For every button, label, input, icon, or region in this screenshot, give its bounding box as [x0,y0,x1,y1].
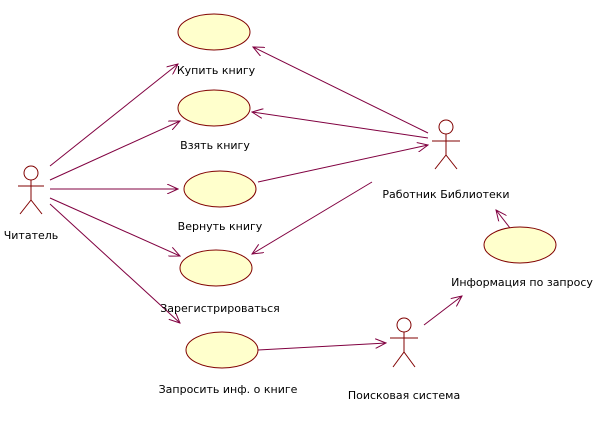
use-case-request-info-oval [185,331,259,369]
associations [49,47,511,351]
use-case-register-oval [179,249,253,287]
use-case-return-book[interactable]: Вернуть книгу [178,170,263,233]
actor-search-system[interactable]: Поисковая система [348,317,460,402]
actor-librarian-label: Работник Библиотеки [382,188,509,201]
actor-icon [432,119,460,170]
actor-icon [18,165,44,215]
assoc-reader-register [49,197,180,256]
assoc-reader-take [49,121,180,181]
assoc-query-librarian [496,210,511,229]
assoc-reader-buy [49,64,178,167]
use-case-take-book-label: Взять книгу [180,139,250,152]
assoc-request-search [257,343,386,351]
use-case-request-info[interactable]: Запросить инф. о книге [159,331,298,396]
assoc-librarian-register [252,181,373,254]
actor-reader-label: Читатель [4,229,59,242]
assoc-librarian-take [252,112,429,139]
assoc-search-query [423,296,462,326]
use-case-query-info[interactable]: Информация по запросу [451,226,593,289]
actor-reader[interactable]: Читатель [4,165,59,242]
actor-search-system-label: Поисковая система [348,389,460,402]
use-case-query-info-label: Информация по запросу [451,276,593,289]
use-case-buy-book[interactable]: Купить книгу [177,13,256,77]
use-case-query-info-oval [483,226,557,264]
use-case-request-info-label: Запросить инф. о книге [159,383,298,396]
assoc-return-librarian [257,145,428,183]
use-case-buy-book-label: Купить книгу [177,64,256,77]
use-case-return-book-label: Вернуть книгу [178,220,263,233]
actor-librarian[interactable]: Работник Библиотеки [382,119,510,201]
use-case-return-book-oval [183,170,257,208]
use-case-buy-book-oval [177,13,251,51]
actor-icon [390,317,418,368]
use-case-take-book[interactable]: Взять книгу [177,89,251,152]
use-case-register[interactable]: Зарегистрироваться [160,249,280,315]
assoc-reader-request [49,203,180,323]
use-case-register-label: Зарегистрироваться [160,302,280,315]
assoc-librarian-buy [253,47,429,134]
use-case-take-book-oval [177,89,251,127]
